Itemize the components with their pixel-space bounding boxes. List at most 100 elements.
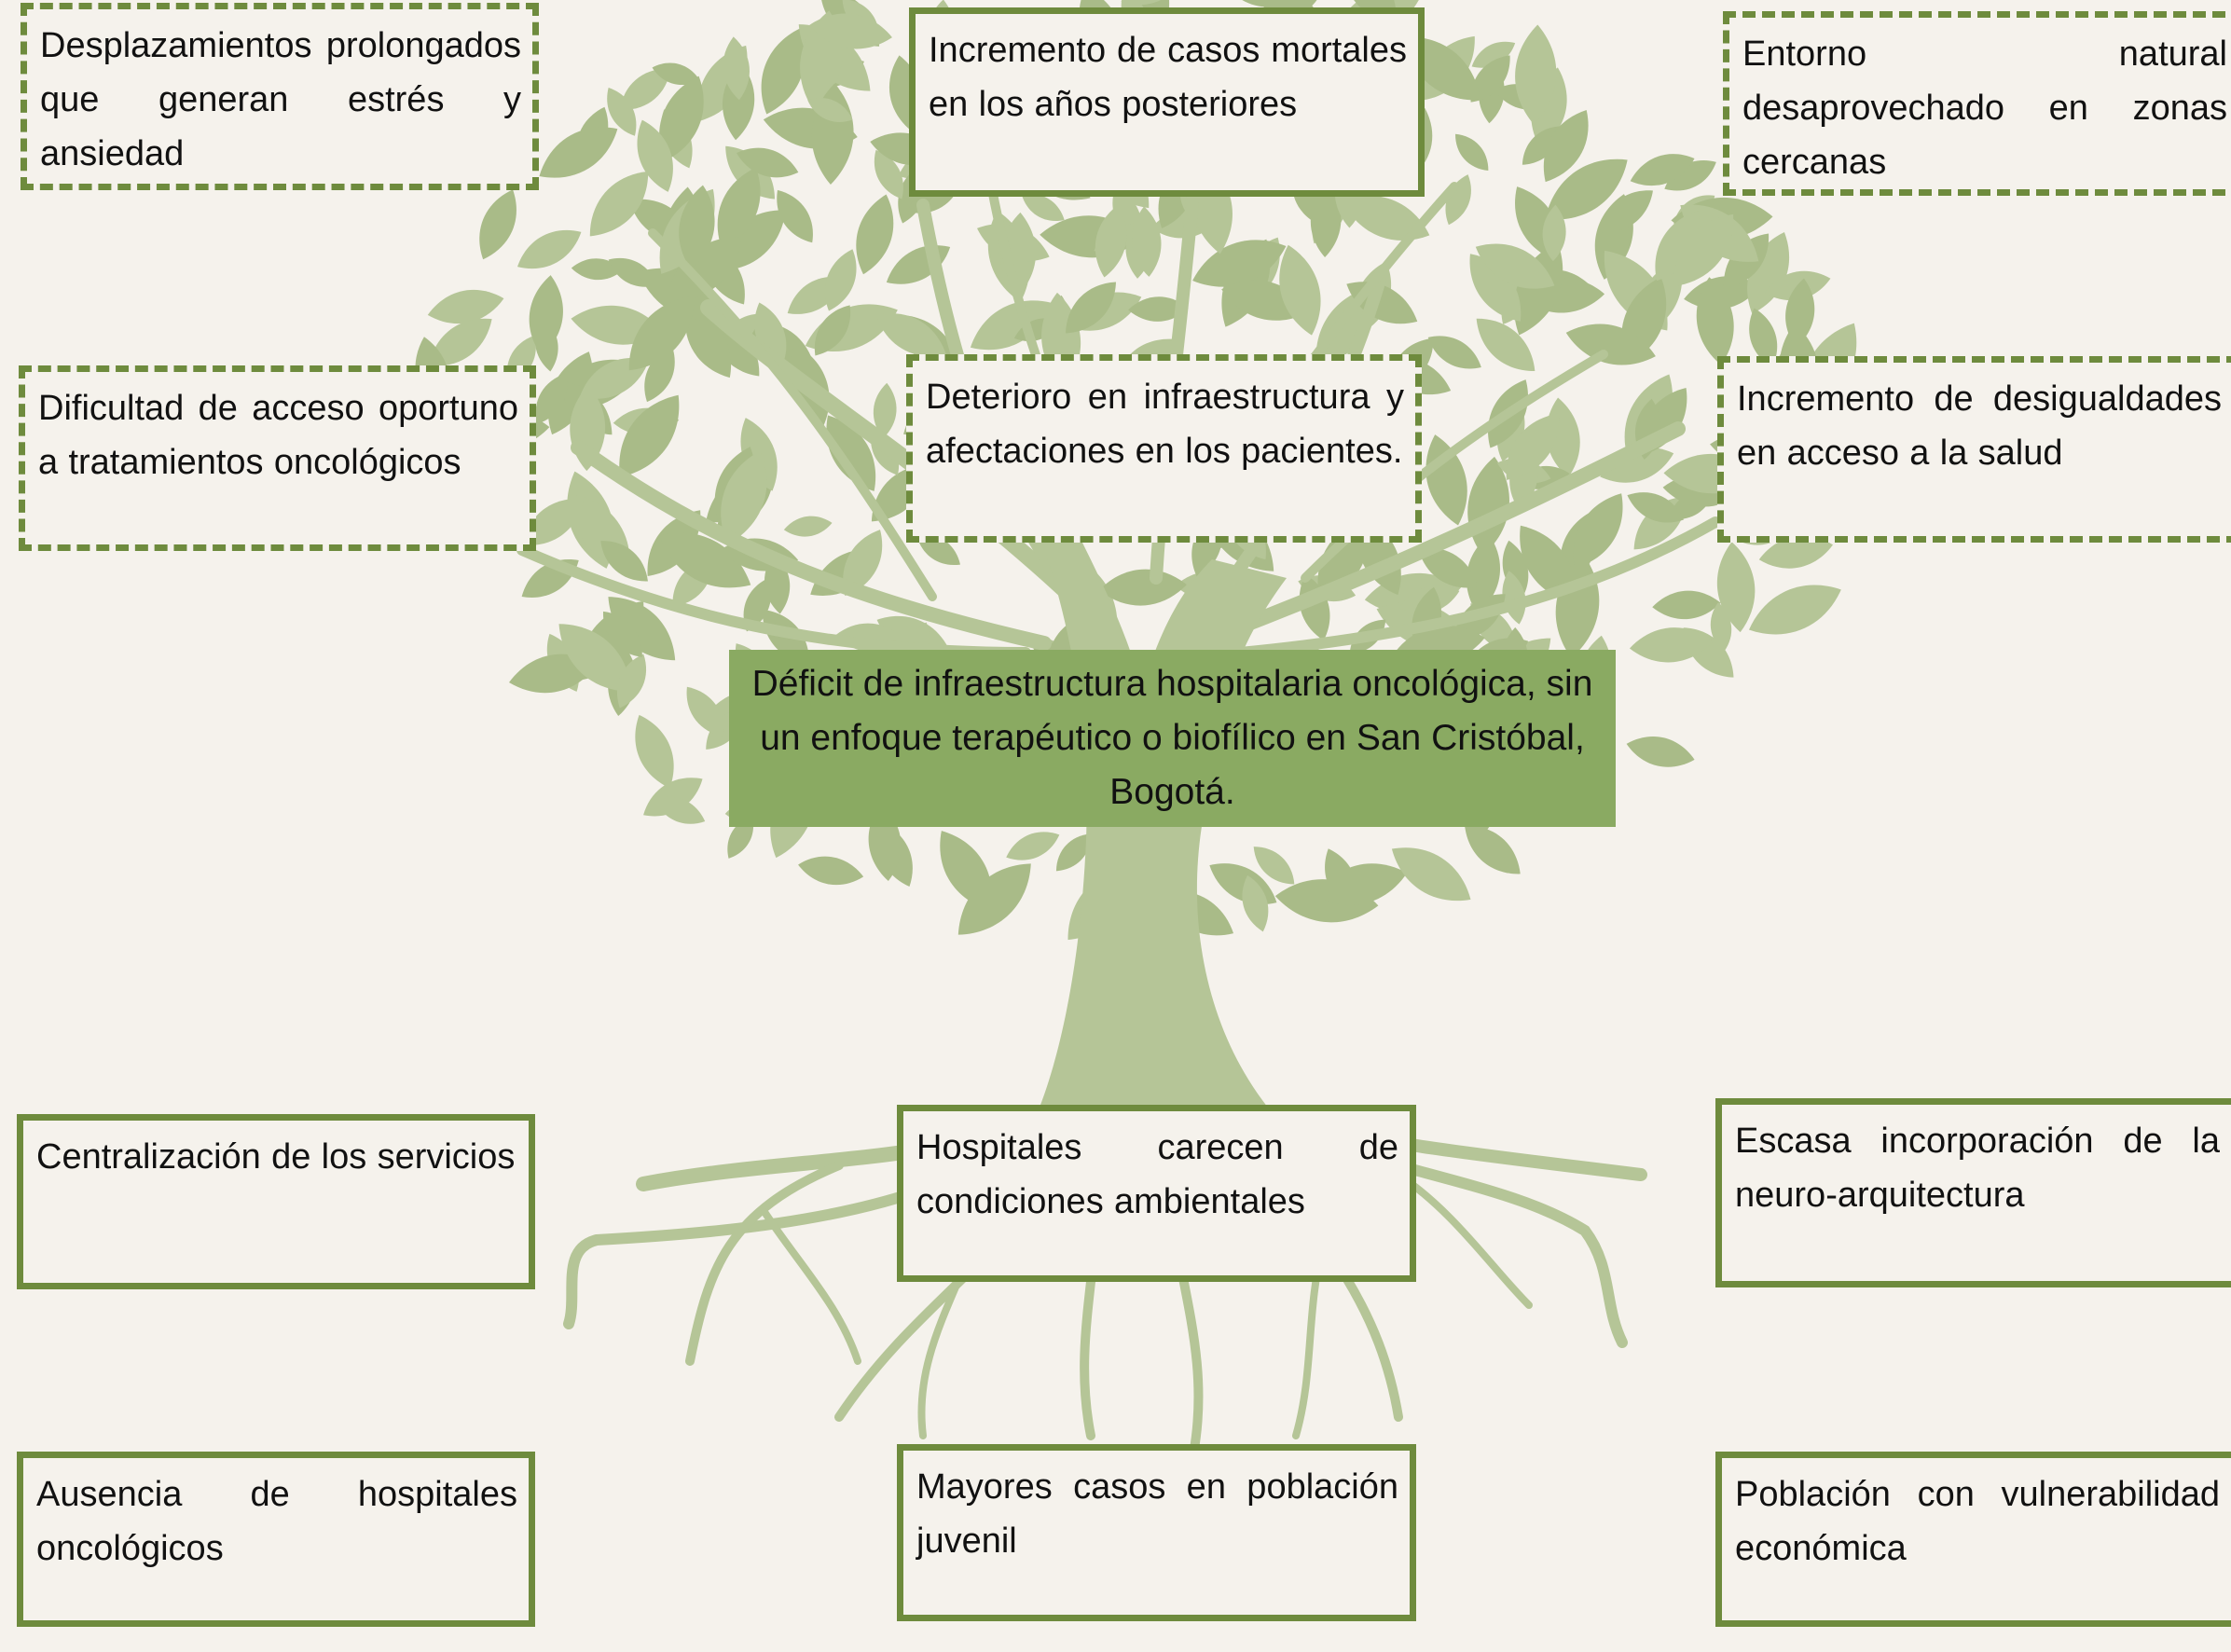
leaf-shape — [1469, 254, 1522, 322]
central-problem-text: Déficit de infraestructura hospitalaria … — [751, 664, 1593, 812]
leaf-shape — [685, 308, 731, 379]
leaf-shape — [1696, 277, 1734, 365]
leaf-shape — [635, 714, 674, 789]
leaf-shape — [535, 373, 568, 424]
effect-box-mid-center: Deterioro en infraestructura y afectacio… — [906, 354, 1422, 543]
leaf-shape — [875, 313, 946, 357]
leaf-shape — [856, 194, 894, 275]
leaf-shape — [644, 346, 675, 403]
leaf-shape — [977, 224, 1050, 262]
leaf-shape — [826, 415, 876, 491]
leaf-shape — [1545, 158, 1628, 220]
leaf-shape — [1520, 525, 1576, 603]
leaf-shape — [1427, 336, 1481, 369]
leaf-shape — [619, 68, 671, 110]
leaf-shape — [1315, 863, 1408, 905]
leaf-shape — [1515, 24, 1557, 125]
leaf-shape — [1506, 413, 1560, 480]
central-problem: Déficit de infraestructura hospitalaria … — [729, 650, 1616, 827]
leaf-shape — [874, 149, 903, 200]
leaf-shape — [659, 532, 751, 588]
leaf-shape — [1242, 874, 1269, 932]
leaf-shape — [1600, 190, 1653, 233]
leaf-shape — [428, 318, 492, 366]
leaf-shape — [1006, 832, 1060, 860]
leaf-shape — [1279, 244, 1321, 336]
leaf-shape — [1522, 126, 1562, 165]
leaf-shape — [643, 778, 703, 817]
leaf-shape — [616, 654, 647, 709]
leaf-shape — [479, 189, 516, 260]
leaf-shape — [1455, 133, 1489, 172]
cause-box-lower-right: Población con vulnerabilidad económica — [1715, 1452, 2231, 1627]
cause-box-lower-center: Mayores casos en población juvenil — [897, 1444, 1416, 1621]
leaf-shape — [1749, 308, 1778, 368]
leaf-shape — [1664, 160, 1716, 191]
leaf-shape — [589, 171, 649, 237]
cause-box-upper-left: Centralización de los servicios — [17, 1114, 535, 1289]
leaf-shape — [1465, 825, 1521, 874]
leaf-shape — [761, 28, 806, 115]
leaf-shape — [1065, 282, 1117, 334]
leaf-shape — [1445, 174, 1471, 226]
leaf-shape — [1098, 569, 1187, 606]
leaf-shape — [666, 237, 742, 303]
leaf-shape — [1095, 205, 1127, 278]
leaf-shape — [571, 258, 624, 281]
effect-box-top-center: Incremento de casos mortales en los años… — [909, 7, 1425, 197]
leaf-shape — [970, 300, 1053, 351]
leaf-shape — [539, 127, 618, 178]
leaf-shape — [659, 76, 704, 162]
leaf-shape — [824, 249, 857, 311]
leaf-shape — [843, 530, 883, 597]
leaf-shape — [608, 597, 676, 661]
leaf-shape — [1253, 847, 1295, 885]
leaf-shape — [1716, 542, 1756, 633]
leaf-shape — [516, 229, 582, 269]
leaf-shape — [1627, 492, 1684, 523]
leaf-shape — [1470, 55, 1510, 103]
leaf-shape — [1310, 184, 1342, 258]
leaf-shape — [1343, 196, 1430, 241]
leaf-shape — [1673, 213, 1734, 287]
leaf-shape — [717, 167, 761, 250]
leaf-shape — [1513, 242, 1563, 336]
leaf-shape — [1542, 204, 1566, 262]
leaf-shape — [1342, 0, 1397, 25]
leaf-shape — [1425, 434, 1467, 526]
cause-box-lower-left: Ausencia de hospitales oncológicos — [17, 1452, 535, 1627]
leaf-shape — [1758, 535, 1834, 569]
leaf-shape — [743, 578, 771, 632]
leaf-shape — [1128, 296, 1189, 322]
leaf-shape — [529, 275, 563, 356]
leaf-shape — [1747, 231, 1790, 314]
leaf-shape — [1132, 206, 1162, 277]
leaf-shape — [558, 624, 632, 693]
leaf-shape — [1476, 318, 1536, 372]
leaf-shape — [798, 856, 864, 886]
leaf-shape — [807, 98, 853, 122]
leaf-shape — [654, 796, 706, 824]
leaf-shape — [721, 450, 767, 544]
leaf-shape — [679, 185, 715, 269]
leaf-shape — [1391, 847, 1471, 902]
leaf-shape — [1785, 278, 1815, 348]
leaf-shape — [1021, 194, 1065, 221]
leaf-shape — [1748, 585, 1841, 635]
leaf-shape — [686, 686, 724, 737]
effect-box-mid-left: Dificultad de acceso oportuno a tratamie… — [19, 365, 536, 551]
leaf-shape — [1565, 324, 1656, 365]
leaf-shape — [783, 516, 833, 537]
leaf-shape — [814, 305, 851, 356]
leaf-shape — [1418, 547, 1478, 588]
effect-box-top-right: Entorno natural desaprovechado en zonas … — [1723, 11, 2231, 196]
leaf-shape — [809, 13, 892, 49]
leaf-shape — [1055, 833, 1092, 872]
leaf-shape — [712, 320, 760, 377]
leaf-shape — [1600, 447, 1674, 483]
leaf-shape — [1630, 154, 1695, 186]
leaf-shape — [628, 296, 695, 371]
leaf-shape — [427, 289, 504, 324]
leaf-shape — [1573, 493, 1623, 569]
leaf-shape — [723, 36, 750, 101]
